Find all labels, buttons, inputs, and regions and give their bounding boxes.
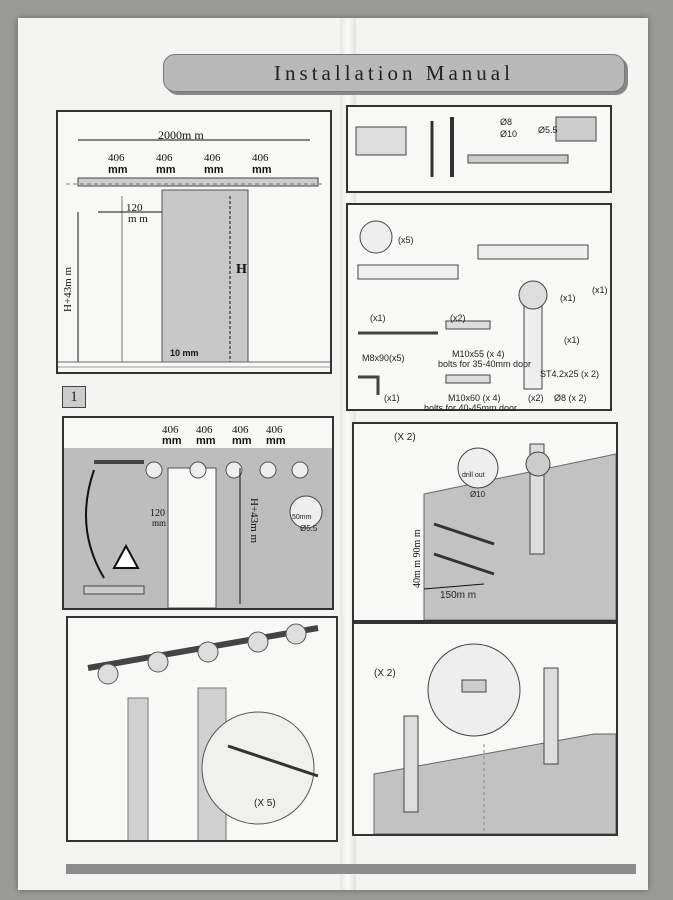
part-lag-screw: M8x90(x5) (362, 353, 405, 363)
step-3-panel: (X 2) drill out Ø10 40m m 90m m 150m m (352, 422, 618, 622)
overview-unit-4: mm (252, 164, 272, 176)
step-1-left-offset-unit: mm (152, 518, 167, 528)
toolbox-icon (355, 126, 407, 156)
step-4-panel: (X 2) (352, 622, 618, 836)
step-1-drill-depth: 50mm (292, 514, 312, 521)
step-3-drill-size: Ø10 (470, 490, 486, 499)
overview-spacing-2: 406 (156, 152, 173, 164)
drill-icon (555, 116, 597, 142)
overview-spacing-4: 406 (252, 152, 269, 164)
part-qty-hanger: (x2) (528, 393, 544, 403)
step-1-diagram (64, 448, 332, 608)
part-qty-bracket: (x1) (560, 293, 576, 303)
overview-unit-3: mm (204, 164, 224, 176)
part-anchor: Ø8 (x 2) (554, 393, 587, 403)
overview-diagram (58, 139, 330, 368)
parts-panel: (x5) (x1) (x2) (x1) (x1) (x1) M8x90(x5) … (346, 203, 612, 413)
overview-panel: 2000m m 406 406 406 406 mm mm mm mm 120 … (56, 110, 332, 374)
step-3-drill-note: drill out (462, 472, 485, 479)
overview-height-label: H+43m m (62, 266, 74, 312)
part-bolt-m10x55: M10x55 (x 4) (452, 349, 505, 359)
step-1-unit-3: mm (232, 435, 252, 447)
overview-left-offset-unit: m m (128, 213, 148, 225)
step-1-drill-size: Ø5.5 (300, 524, 318, 533)
step-1-spacing-3: 406 (232, 424, 249, 436)
part-qty-allen-key: (x1) (384, 393, 400, 403)
part-bolt-m10x60-note: bolts for 40-45mm door (424, 403, 518, 413)
level-icon (467, 154, 569, 164)
drill-bit-5-5: Ø5.5 (538, 125, 558, 135)
tools-panel: Ø8 Ø10 Ø5.5 (346, 105, 612, 193)
overview-spacing-1: 406 (108, 152, 125, 164)
step-1-spacing-2: 406 (196, 424, 213, 436)
step-4-diagram (373, 643, 616, 834)
part-qty-stopper: (x2) (450, 313, 466, 323)
part-bolt-m10x55-note: bolts for 35-40mm door (438, 359, 532, 369)
part-bolt-m10x60: M10x60 (x 4) (448, 393, 501, 403)
step-1-height-label: H+43m m (248, 498, 260, 544)
overview-gap: 10 mm (170, 348, 199, 358)
overview-total-width: 2000m m (158, 128, 204, 142)
tools-illustration (355, 116, 597, 177)
part-qty-rail: (x1) (370, 313, 386, 323)
overview-spacing-3: 406 (204, 152, 221, 164)
step-1-left-offset: 120 (150, 508, 165, 519)
drill-bit-8: Ø8 (500, 117, 513, 127)
step-2-panel: (X 5) (66, 616, 338, 842)
bottom-rule (66, 864, 636, 874)
parts-illustration (357, 220, 589, 395)
overview-left-offset: 120 (126, 202, 143, 214)
part-screw-st4: ST4.2x25 (x 2) (540, 369, 600, 379)
step-3-horizontal-dim: 150m m (440, 590, 477, 601)
part-qty-clip: (x1) (592, 285, 608, 295)
title-banner: Installation Manual (163, 54, 625, 92)
overview-unit-2: mm (156, 164, 176, 176)
step-1-unit-1: mm (162, 435, 182, 447)
step-1-spacing-1: 406 (162, 424, 179, 436)
page-title: Installation Manual (274, 61, 514, 85)
overview-unit-1: mm (108, 164, 128, 176)
overview-door-height: H (236, 262, 247, 277)
step-1-unit-4: mm (266, 435, 286, 447)
part-qty-guide: (x1) (564, 335, 580, 345)
step-2-diagram (87, 623, 319, 840)
step-2-qty: (X 5) (254, 798, 276, 809)
step-1-number: 1 (62, 386, 86, 408)
step-3-diagram (423, 443, 616, 620)
step-1-spacing-4: 406 (266, 424, 283, 436)
step-3-qty: (X 2) (394, 432, 416, 443)
step-4-qty: (X 2) (374, 668, 396, 679)
warning-icon (112, 543, 140, 569)
step-1-panel: 406 406 406 406 mm mm mm mm 120 mm H+43m… (62, 416, 334, 610)
step-1-unit-2: mm (196, 435, 216, 447)
manual-sheet: Installation Manual 2000m m 406 406 406 … (18, 18, 648, 890)
drill-bit-10: Ø10 (500, 129, 518, 139)
part-qty-wheel-stopper: (x5) (398, 235, 414, 245)
step-3-vertical-dims: 40m m 90m m (412, 529, 423, 588)
